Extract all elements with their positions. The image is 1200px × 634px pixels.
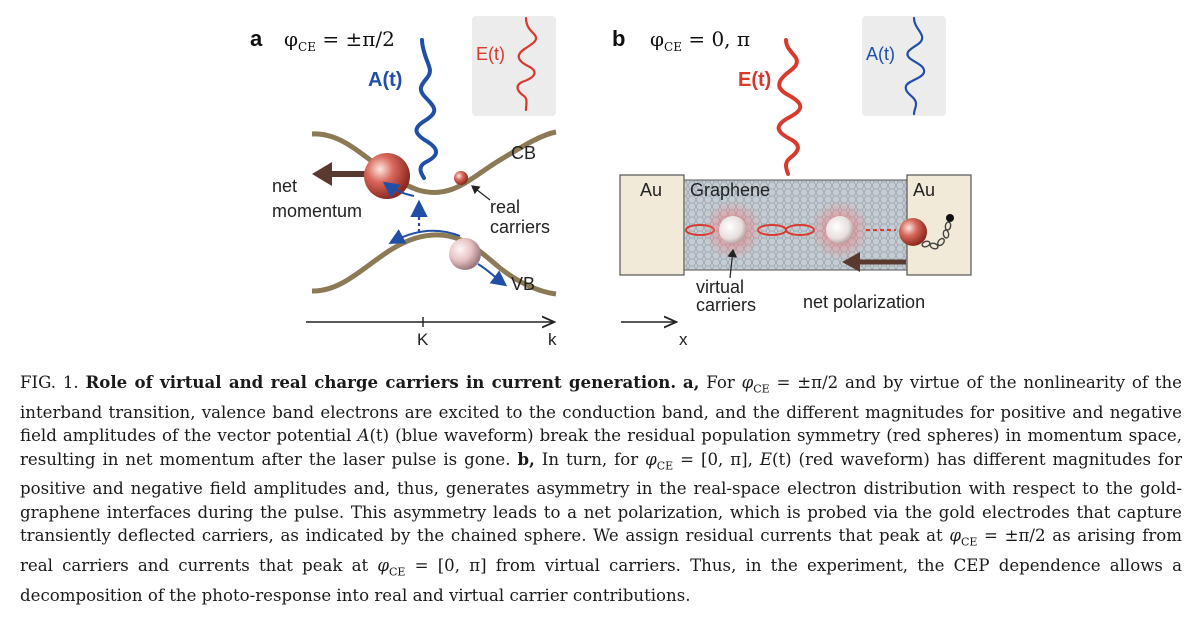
chain-icon xyxy=(921,221,952,250)
caption-text: (red waveform) has different magnitudes … xyxy=(20,449,1182,546)
net-label: net xyxy=(272,176,297,196)
conduction-band xyxy=(311,129,557,195)
virtual-carriers-label: carriers xyxy=(696,295,756,315)
panel-a-vector-potential-wave xyxy=(414,38,438,180)
au-left-electrode xyxy=(619,174,685,276)
cb-scatter-arrow xyxy=(382,181,415,198)
figure-caption: FIG. 1. Role of virtual and real charge … xyxy=(20,371,1182,607)
caption-b-letter: b, xyxy=(517,448,535,469)
graphene-label: Graphene xyxy=(690,180,770,200)
caption-text: (t) xyxy=(771,449,792,469)
caption-sub: CE xyxy=(389,565,406,579)
caption-a-letter: a, xyxy=(682,372,700,392)
caption-sub: CE xyxy=(753,382,770,396)
vb-arrow-left xyxy=(388,229,461,244)
panel-a-phase: φCE = ±π/2 xyxy=(284,27,395,54)
caption-text: = ±π/2 and by virtue of the nonlinearity… xyxy=(20,373,1183,446)
caption-sub: CE xyxy=(656,458,674,472)
au-right-label: Au xyxy=(913,180,935,200)
vb-arrow-right xyxy=(477,263,508,287)
caption-var: A xyxy=(357,426,370,446)
vb-label: VB xyxy=(511,274,535,294)
panel-a-a-label: A(t) xyxy=(368,69,402,91)
cb-label: CB xyxy=(511,143,536,163)
x-axis-label: x xyxy=(679,330,688,349)
virtual-carriers-pointer xyxy=(727,248,738,279)
caption-phi: φ xyxy=(377,555,390,575)
carriers-label: carriers xyxy=(490,217,550,237)
captured-carrier-sphere xyxy=(899,218,927,246)
panel-a-e-label: E(t) xyxy=(476,44,505,64)
au-left-label: Au xyxy=(640,180,662,200)
k-tick-label: K xyxy=(417,330,429,349)
valence-band xyxy=(311,232,557,297)
caption-sub: CE xyxy=(960,535,978,549)
caption-phi: φ xyxy=(645,449,657,469)
virtual-carrier-sphere-1 xyxy=(719,216,747,244)
panel-b-a-inset xyxy=(862,16,946,116)
caption-text: = [0, π] from virtual carriers. Thus, in… xyxy=(20,555,1183,605)
panel-b-a-label: A(t) xyxy=(866,44,895,64)
caption-text: (t) xyxy=(369,426,390,446)
chain-anchor xyxy=(946,214,954,222)
panel-b-electric-field-wave xyxy=(776,38,803,176)
real-label: real xyxy=(490,197,520,217)
caption-var: E xyxy=(759,449,772,469)
momentum-label: momentum xyxy=(272,201,362,221)
net-polarization-arrowhead xyxy=(842,252,860,272)
caption-text: For xyxy=(706,373,742,392)
caption-title: Role of virtual and real charge carriers… xyxy=(85,372,677,392)
hole-sphere xyxy=(449,238,481,270)
panel-b-phase: φCE = 0, π xyxy=(650,27,750,54)
net-momentum-arrowhead xyxy=(312,162,332,186)
panel-a-e-inset xyxy=(472,16,556,116)
virtual-carrier-sphere-2 xyxy=(826,216,854,244)
caption-phi: φ xyxy=(741,373,754,392)
panel-b-letter: b xyxy=(612,26,625,51)
panel-b-a-wave xyxy=(904,16,926,116)
panel-a-e-wave xyxy=(516,16,538,112)
panel-a-letter: a xyxy=(250,26,263,51)
real-carriers-pointer xyxy=(471,185,491,201)
virtual-label: virtual xyxy=(696,277,744,297)
net-polarization-label: net polarization xyxy=(803,292,925,312)
caption-phi: φ xyxy=(949,526,961,546)
figure-1: a φCE = ±π/2 A(t) E(t) CB VB net momentu… xyxy=(250,16,972,349)
caption-text: (blue waveform) break the residual popul… xyxy=(20,426,1182,469)
panel-a: a φCE = ±π/2 A(t) E(t) CB VB net momentu… xyxy=(250,16,557,349)
panel-b-e-label: E(t) xyxy=(738,69,771,91)
panel-b: b φCE = 0, π E(t) A(t) Au Graphene Au xyxy=(612,16,972,349)
caption-text: = ±π/2 as arising from real carriers and… xyxy=(20,526,1182,575)
k-axis-label: k xyxy=(548,330,557,349)
real-carrier-sphere-small xyxy=(454,171,468,185)
caption-text: = [0, π], xyxy=(673,449,760,469)
caption-fig-label: FIG. 1. xyxy=(20,373,79,392)
caption-text: In turn, for xyxy=(534,449,646,469)
